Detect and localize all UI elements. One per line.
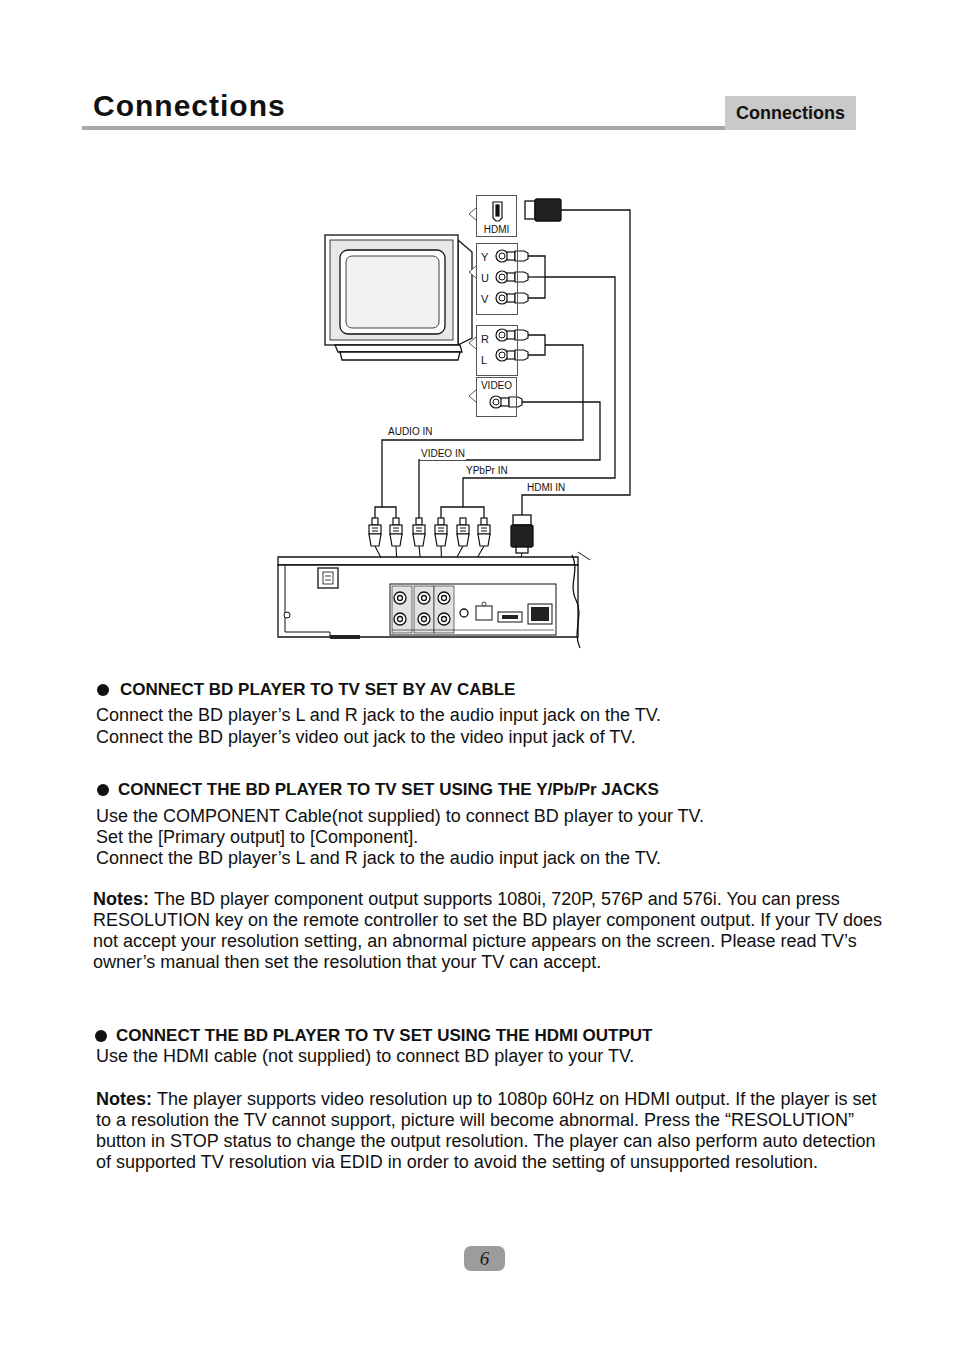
text-run: The player supports video resolution up … xyxy=(96,1089,876,1172)
text-run: The BD player component output supports … xyxy=(93,889,882,972)
text-run: Set the [Primary output] to [Component]. xyxy=(96,827,418,847)
bd-player xyxy=(278,557,578,639)
text-run: CONNECT THE BD PLAYER TO TV SET USING TH… xyxy=(118,780,659,799)
jack-letter: L xyxy=(481,350,513,371)
rca-plugs xyxy=(369,518,490,546)
text-run: Connect the BD player’s L and R jack to … xyxy=(96,848,661,868)
section-tab: Connections xyxy=(725,96,856,130)
section-heading: CONNECT THE BD PLAYER TO TV SET USING TH… xyxy=(116,1025,652,1046)
bullet xyxy=(97,784,109,796)
text-run: CONNECT BD PLAYER TO TV SET BY AV CABLE xyxy=(120,680,515,699)
text-run: AUDIO IN xyxy=(388,426,432,437)
body-text: Connect the BD player’s video out jack t… xyxy=(96,727,636,748)
text-run: Use the HDMI cable (not supplied) to con… xyxy=(96,1046,634,1066)
body-text: Connect the BD player’s L and R jack to … xyxy=(96,848,661,869)
header-rule xyxy=(82,126,726,130)
text-run: Connect the BD player’s video out jack t… xyxy=(96,727,636,747)
tv-set xyxy=(325,235,472,360)
body-text: Use the HDMI cable (not supplied) to con… xyxy=(96,1046,634,1067)
jack-label: HDMI xyxy=(484,224,510,236)
text-run: Connect the BD player’s L and R jack to … xyxy=(96,705,661,725)
notes-heading: Notes: xyxy=(96,1089,152,1109)
jack-letter: U xyxy=(481,268,513,289)
jack-panel: YUV xyxy=(476,243,518,315)
cable-label: HDMI IN xyxy=(526,482,566,494)
section-tab-label: Connections xyxy=(736,103,845,124)
hdmi-port xyxy=(493,202,502,221)
text-run: CONNECT THE BD PLAYER TO TV SET USING TH… xyxy=(116,1026,652,1045)
break-line xyxy=(572,555,580,648)
jack-letter: V xyxy=(481,289,513,310)
text-run: HDMI IN xyxy=(527,482,565,493)
page-number-text: 6 xyxy=(480,1248,490,1270)
jack-label: VIDEO xyxy=(481,380,512,392)
body-text: Set the [Primary output] to [Component]. xyxy=(96,827,418,848)
page-number: 6 xyxy=(464,1246,505,1271)
page-title: Connections xyxy=(93,88,286,124)
body-text: Use the COMPONENT Cable(not supplied) to… xyxy=(96,806,704,827)
jack-letter: Y xyxy=(481,247,513,268)
jack-letter: R xyxy=(481,329,513,350)
bullet xyxy=(95,1030,107,1042)
jack-panel: HDMI xyxy=(476,195,517,237)
body-text: Connect the BD player’s L and R jack to … xyxy=(96,705,661,726)
notes-heading: Notes: xyxy=(93,889,149,909)
hdmi-plug xyxy=(511,199,561,553)
cable xyxy=(375,210,630,518)
cable-label: VIDEO IN xyxy=(420,448,466,460)
cable-label: YPbPr IN xyxy=(465,465,509,477)
text-run: VIDEO IN xyxy=(421,448,465,459)
cable-label: AUDIO IN xyxy=(387,426,433,438)
bullet xyxy=(97,684,109,696)
text-run: YPbPr IN xyxy=(466,465,508,476)
text-run: Use the COMPONENT Cable(not supplied) to… xyxy=(96,806,704,826)
callout-notch xyxy=(469,208,476,402)
note-text: Notes:The player supports video resoluti… xyxy=(96,1089,886,1173)
note-text: Notes:The BD player component output sup… xyxy=(93,889,883,973)
section-heading: CONNECT BD PLAYER TO TV SET BY AV CABLE xyxy=(120,679,515,700)
section-heading: CONNECT THE BD PLAYER TO TV SET USING TH… xyxy=(118,779,659,800)
jack-panel: VIDEO xyxy=(476,377,517,417)
jack-panel: RL xyxy=(476,325,518,376)
break-line xyxy=(578,552,590,560)
